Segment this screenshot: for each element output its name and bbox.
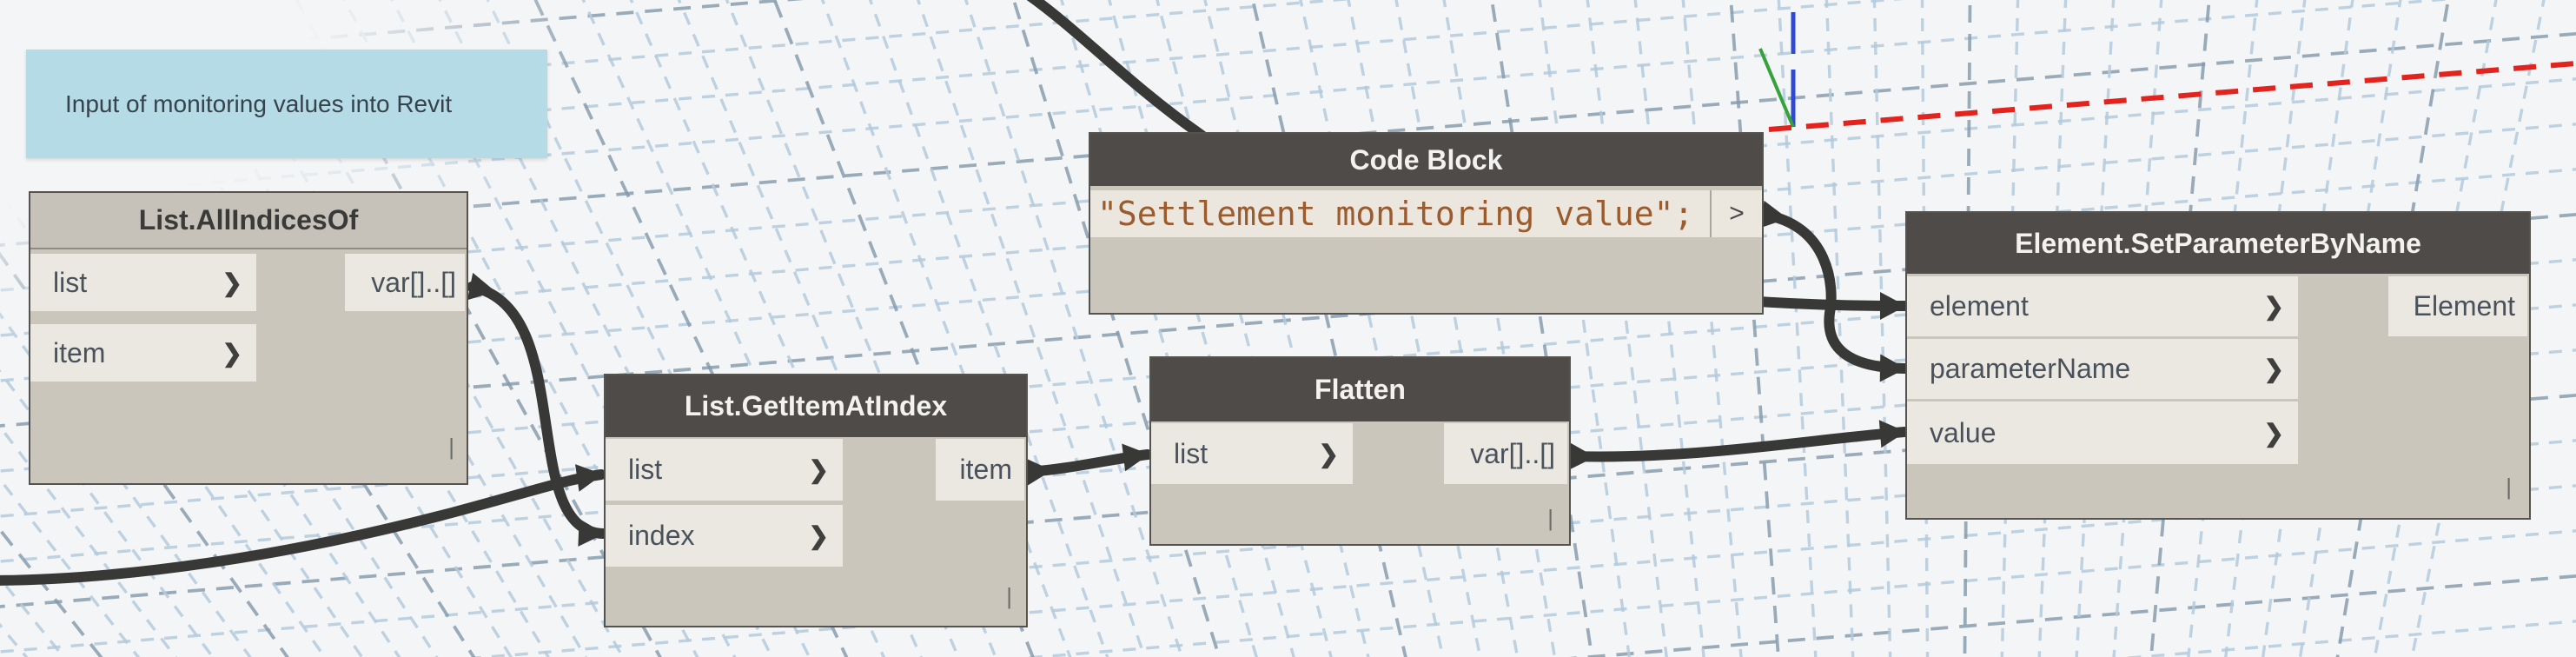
output-port-var[interactable]: var[]..[] <box>345 254 465 311</box>
wire-allindicesof-to-getitematindex-index[interactable] <box>467 272 608 547</box>
port-chevron-icon: ❯ <box>222 339 242 367</box>
node-header-list-getitematindex[interactable]: List.GetItemAtIndex <box>606 375 1026 437</box>
node-list-allindicesof[interactable]: List.AllIndicesOf list ❯ item ❯ var[]..[… <box>29 191 468 485</box>
port-chevron-icon: ❯ <box>2263 293 2284 320</box>
input-port-label: index <box>628 520 695 551</box>
input-port-label: element <box>1930 290 2029 322</box>
lacing-indicator[interactable]: | <box>448 434 454 460</box>
node-header-flatten[interactable]: Flatten <box>1151 358 1569 421</box>
input-port-label: parameterName <box>1930 353 2131 384</box>
node-body: list ❯ var[]..[] | <box>1151 421 1569 544</box>
output-port-label: var[]..[] <box>1470 437 1555 469</box>
input-port-label: list <box>628 454 663 485</box>
node-flatten[interactable]: Flatten list ❯ var[]..[] | <box>1149 356 1571 546</box>
lacing-indicator[interactable]: | <box>2506 474 2512 500</box>
input-port-list[interactable]: list ❯ <box>1151 423 1353 484</box>
node-header-element-setparameterbyname[interactable]: Element.SetParameterByName <box>1907 213 2529 274</box>
lacing-indicator[interactable]: | <box>1547 505 1553 531</box>
input-port-item[interactable]: item ❯ <box>30 324 256 382</box>
code-block-output-port[interactable]: > <box>1710 190 1762 237</box>
port-chevron-icon: ❯ <box>2263 419 2284 447</box>
workspace-note[interactable]: Input of monitoring values into Revit <box>26 50 547 158</box>
input-port-label: list <box>1174 437 1209 469</box>
node-body: list ❯ item ❯ var[]..[] | <box>30 249 467 483</box>
code-block-text[interactable]: "Settlement monitoring value"; <box>1097 195 1694 233</box>
port-chevron-icon: ❯ <box>1318 440 1339 468</box>
output-port-var[interactable]: var[]..[] <box>1444 423 1567 484</box>
wire-getitematindex-item-to-flatten-list[interactable] <box>1023 443 1153 487</box>
port-chevron-icon: ❯ <box>2263 355 2284 382</box>
wire-offscreen-to-getitematindex-list[interactable] <box>0 464 606 586</box>
input-port-element[interactable]: element ❯ <box>1907 276 2298 336</box>
node-header-list-allindicesof[interactable]: List.AllIndicesOf <box>30 193 467 249</box>
input-port-list[interactable]: list ❯ <box>30 254 256 311</box>
lacing-indicator[interactable]: | <box>1006 583 1012 609</box>
code-block-row: "Settlement monitoring value"; > <box>1090 190 1762 237</box>
y-axis-line <box>1758 48 1795 128</box>
input-port-label: value <box>1930 416 1997 448</box>
output-port-label: Element <box>2413 290 2515 322</box>
node-body: element ❯ parameterName ❯ value ❯ Elemen… <box>1907 274 2529 518</box>
port-chevron-icon: ❯ <box>808 522 829 549</box>
output-port-element[interactable]: Element <box>2388 276 2527 336</box>
node-header-code-block[interactable]: Code Block <box>1090 134 1762 186</box>
input-port-index[interactable]: index ❯ <box>606 505 843 567</box>
output-port-item[interactable]: item <box>936 439 1024 501</box>
output-port-label: item <box>959 454 1012 485</box>
output-port-label: var[]..[] <box>371 266 456 298</box>
port-chevron-icon: ❯ <box>808 456 829 483</box>
input-port-label: list <box>53 266 88 298</box>
node-list-getitematindex[interactable]: List.GetItemAtIndex list ❯ index ❯ item … <box>604 374 1028 627</box>
node-code-block[interactable]: Code Block "Settlement monitoring value"… <box>1089 132 1764 315</box>
port-chevron-icon: ❯ <box>222 269 242 296</box>
node-body: "Settlement monitoring value"; > <box>1090 186 1762 313</box>
input-port-value[interactable]: value ❯ <box>1907 402 2298 464</box>
input-port-list[interactable]: list ❯ <box>606 439 843 501</box>
input-port-parametername[interactable]: parameterName ❯ <box>1907 339 2298 399</box>
node-element-setparameterbyname[interactable]: Element.SetParameterByName element ❯ par… <box>1905 211 2531 520</box>
wire-flatten-to-setparameter-value[interactable] <box>1566 420 1910 470</box>
node-body: list ❯ index ❯ item | <box>606 437 1026 626</box>
x-axis-line <box>1768 61 2576 132</box>
input-port-label: item <box>53 336 106 368</box>
wire-codeblock-to-setparameter-parametername[interactable] <box>1758 200 1910 382</box>
